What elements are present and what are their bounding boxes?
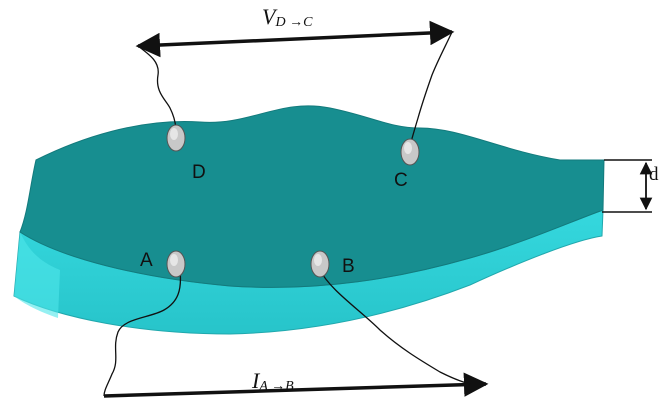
thickness-label: d	[649, 164, 659, 185]
current-label: IA →B	[251, 368, 294, 394]
label-b: B	[342, 256, 355, 277]
wire-d	[137, 45, 177, 133]
wire-c	[409, 31, 453, 147]
contact-c	[400, 138, 420, 166]
slab-side-highlight	[14, 232, 60, 318]
contact-a	[166, 250, 186, 278]
label-d: D	[192, 162, 206, 183]
voltage-label: VD →C	[262, 4, 313, 30]
label-a: A	[140, 250, 153, 271]
voltage-arrow	[135, 20, 455, 58]
contact-d	[166, 124, 186, 152]
wire-a	[103, 269, 182, 397]
wire-b	[319, 269, 471, 385]
label-c: C	[394, 170, 408, 191]
contact-b	[310, 250, 330, 278]
slab-top-face	[19, 105, 605, 288]
current-arrow	[103, 372, 489, 398]
